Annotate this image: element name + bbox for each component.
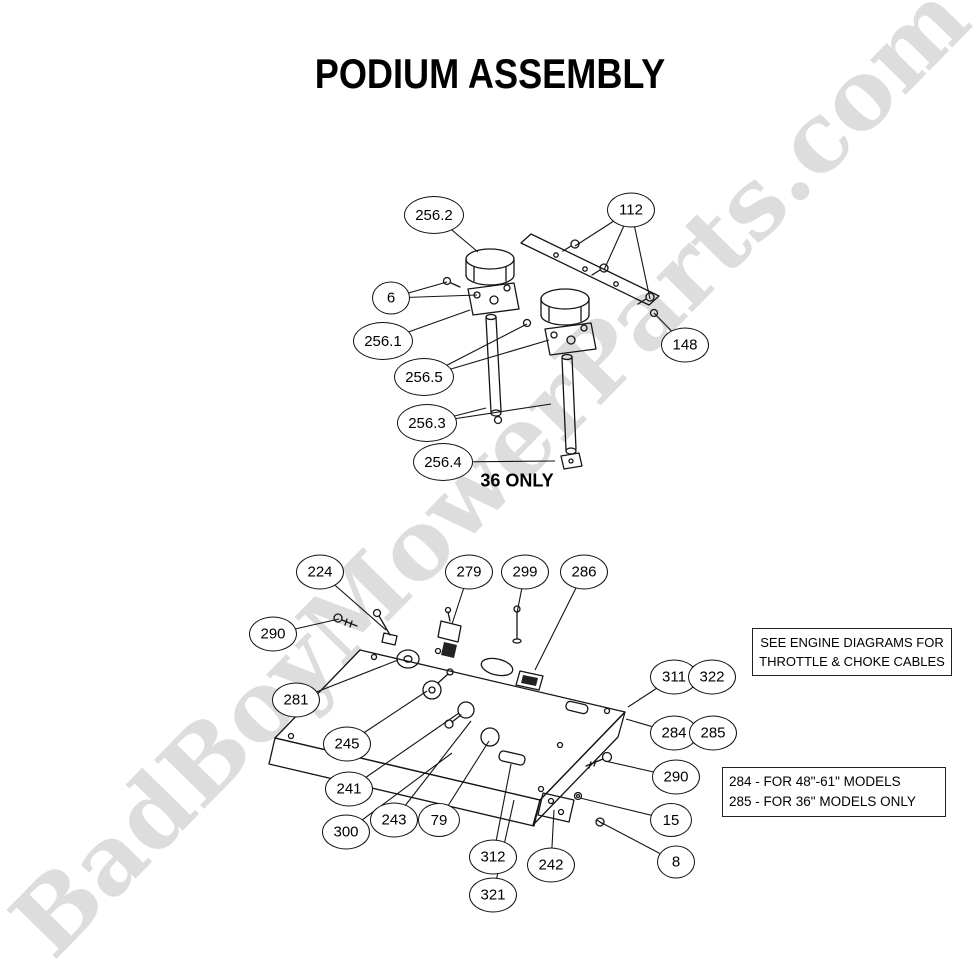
lower-podium-console-art [268, 605, 626, 827]
callout-243: 243 [370, 802, 418, 838]
callout-224: 224 [296, 554, 344, 590]
engine-diagrams-note: SEE ENGINE DIAGRAMS FOR THROTTLE & CHOKE… [752, 628, 952, 676]
callout-321: 321 [469, 877, 517, 913]
callout-286: 286 [560, 554, 608, 590]
callout-322: 322 [688, 659, 736, 695]
callout-256-1: 256.1 [353, 322, 413, 360]
page-title: PODIUM ASSEMBLY [314, 50, 666, 97]
callout-281: 281 [272, 682, 320, 718]
callout-312: 312 [469, 839, 517, 875]
callout-256-2: 256.2 [404, 196, 464, 234]
callout-79: 79 [418, 803, 460, 837]
callout-15: 15 [650, 803, 692, 837]
model-applicability-note: 284 - FOR 48"-61" MODELS 285 - FOR 36" M… [722, 767, 946, 817]
callout-279: 279 [445, 554, 493, 590]
engine-note-line-1: SEE ENGINE DIAGRAMS FOR [760, 635, 944, 650]
model-note-line-2: 285 - FOR 36" MODELS ONLY [729, 794, 916, 809]
callout-8: 8 [657, 845, 695, 879]
model-note-line-1: 284 - FOR 48"-61" MODELS [729, 774, 901, 789]
callout-256-5: 256.5 [394, 358, 454, 396]
callout-299: 299 [501, 554, 549, 590]
callout-256-4: 256.4 [413, 443, 473, 481]
engine-note-line-2: THROTTLE & CHOKE CABLES [759, 654, 945, 669]
callout-300: 300 [322, 814, 370, 850]
upper-damper-assembly-art [442, 233, 660, 470]
callout-241: 241 [325, 771, 373, 807]
callout-112: 112 [607, 192, 655, 228]
upper-caption-36-only: 36 ONLY [480, 470, 554, 491]
callout-290-left: 290 [249, 616, 297, 652]
callout-285: 285 [689, 715, 737, 751]
callout-290-right: 290 [652, 759, 700, 795]
callout-256-3: 256.3 [397, 404, 457, 442]
callout-245: 245 [323, 726, 371, 762]
callout-242: 242 [527, 847, 575, 883]
callout-6: 6 [372, 281, 410, 315]
callout-148: 148 [661, 327, 709, 363]
